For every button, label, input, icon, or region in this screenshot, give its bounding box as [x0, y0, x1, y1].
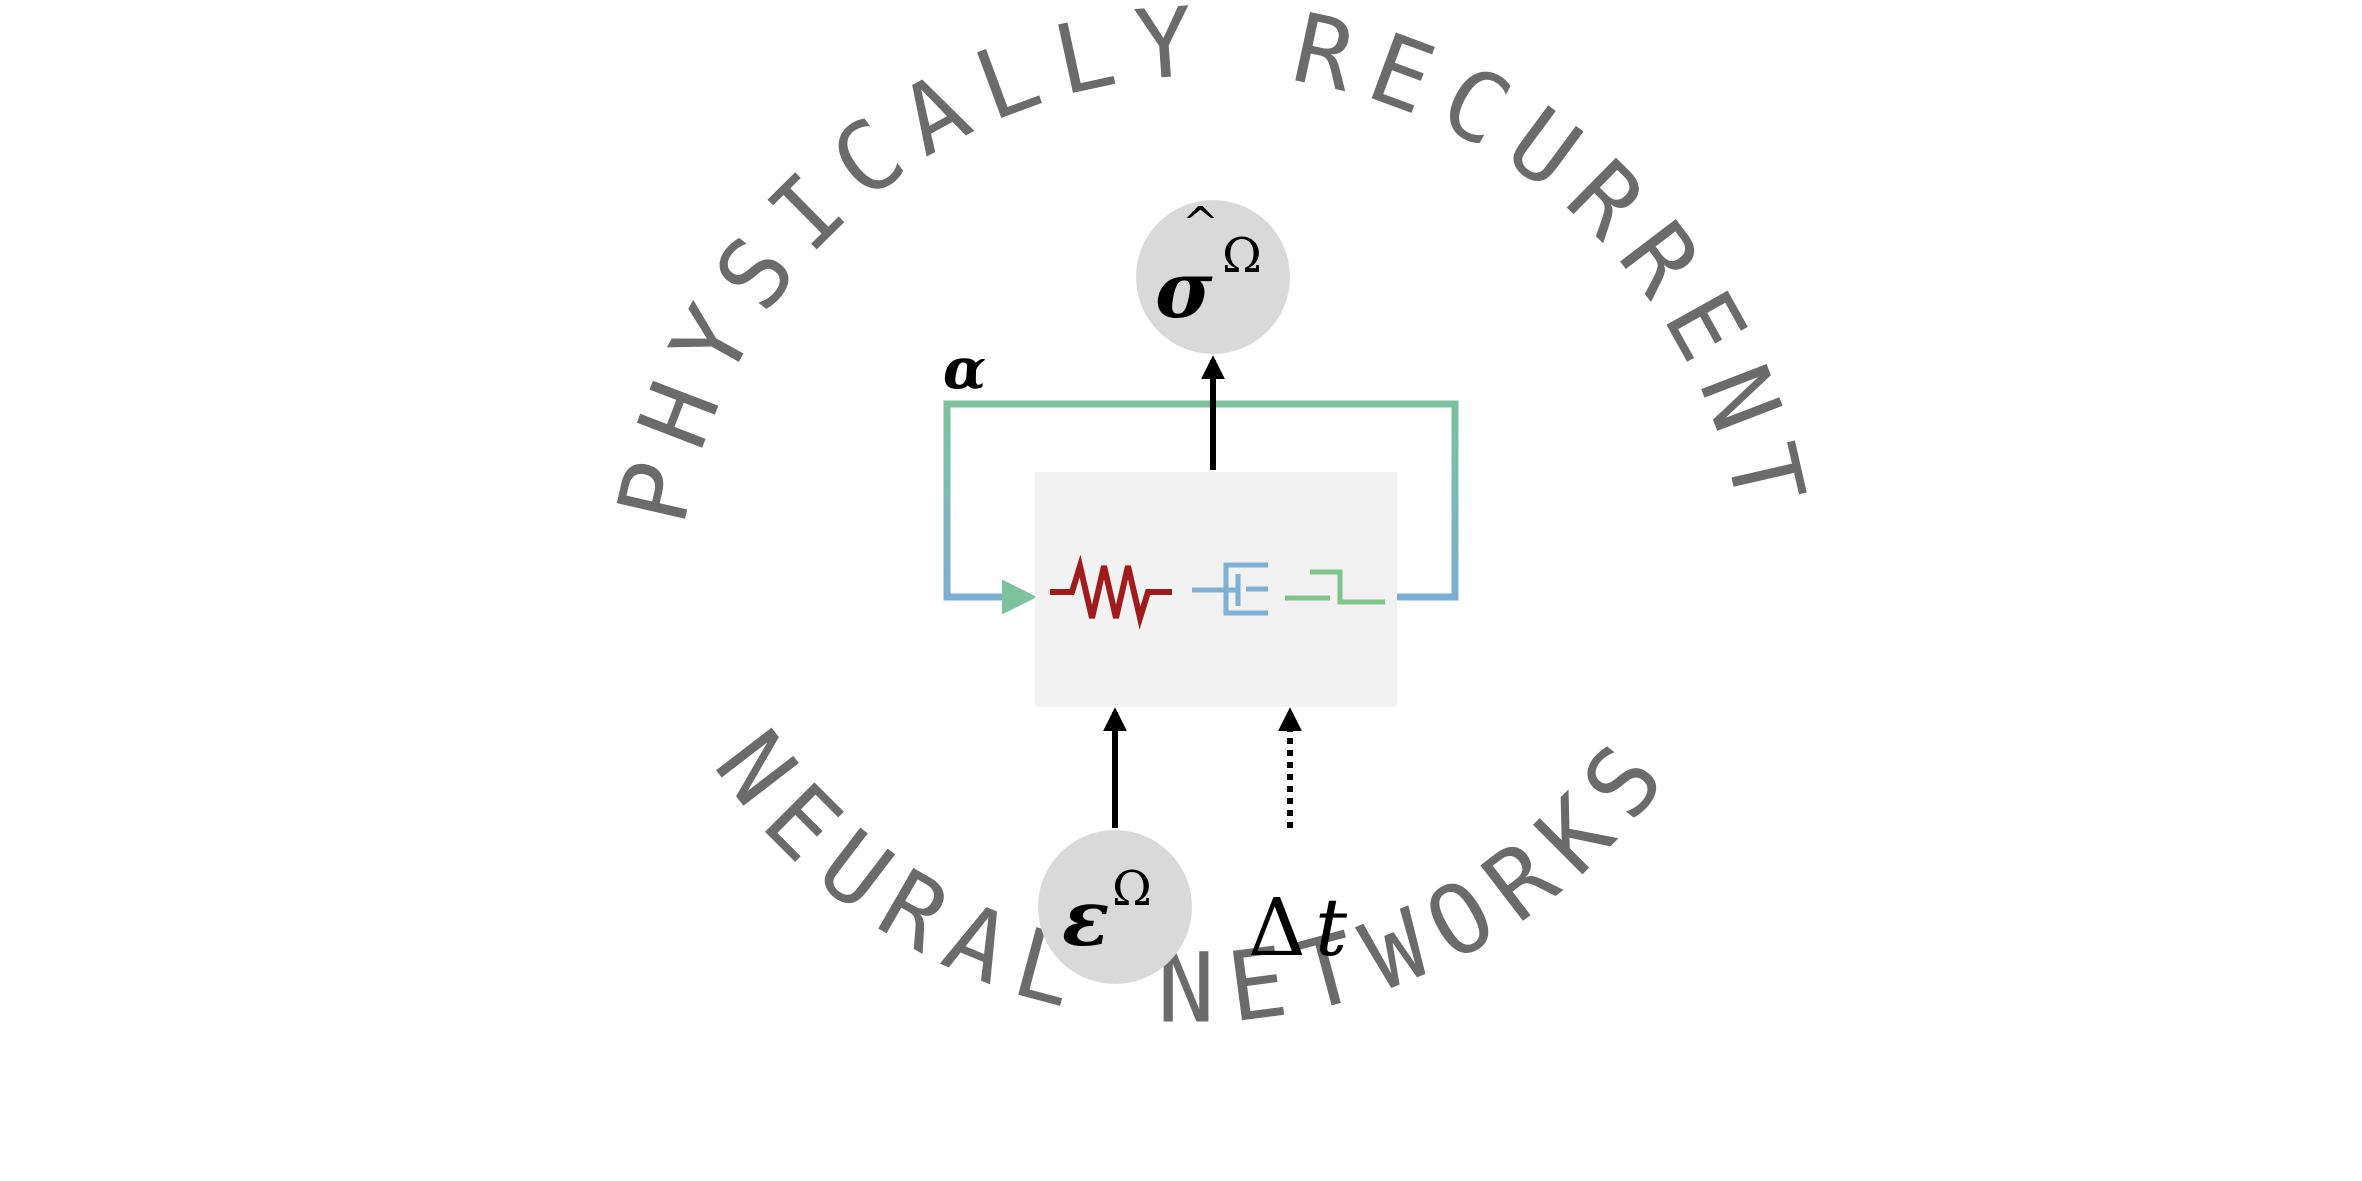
spring-icon [1050, 554, 1172, 630]
svg-text:ε: ε [1062, 873, 1109, 964]
time-step-label: Δ t [1248, 881, 1348, 974]
svg-text:Δ: Δ [1248, 881, 1306, 974]
strain-input-symbol: ε Ω [1062, 861, 1152, 964]
svg-text:Ω: Ω [1222, 228, 1262, 284]
dashpot-icon [1192, 562, 1268, 616]
svg-text:Ω: Ω [1112, 861, 1152, 917]
svg-text:^: ^ [1182, 198, 1219, 249]
strain-input-node [1038, 830, 1192, 984]
friction-slider-icon [1285, 569, 1385, 605]
alpha-label: α [943, 336, 986, 402]
svg-text:t: t [1315, 881, 1348, 974]
svg-text:σ: σ [1155, 245, 1213, 336]
output-node [1136, 200, 1290, 354]
output-symbol: ^ σ Ω [1155, 198, 1262, 336]
recurrence-loop [943, 400, 1459, 615]
ring-title-bottom: NEURAL NETWORKS [694, 711, 1696, 1045]
